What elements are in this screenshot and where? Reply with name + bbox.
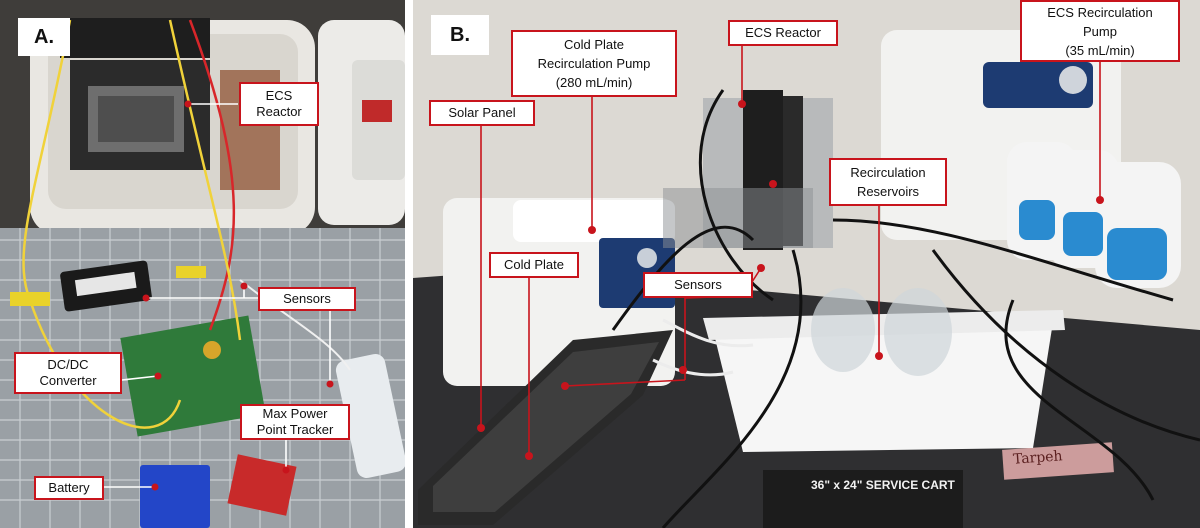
label-text: Sensors	[283, 291, 331, 306]
panel-a-anchor-dots	[142, 100, 334, 491]
label-sensors-b: Sensors	[643, 272, 753, 298]
label-cold-plate-pump: Cold Plate Recirculation Pump (280 mL/mi…	[511, 30, 677, 97]
label-ecs-reactor-a: ECS Reactor	[239, 82, 319, 126]
mppt-board	[227, 454, 297, 516]
usb-logger	[335, 353, 405, 479]
label-text: Cold Plate Recirculation Pump (280 mL/mi…	[537, 37, 651, 90]
reservoir-1	[811, 288, 875, 372]
label-text: DC/DC Converter	[39, 357, 97, 388]
label-text: Sensors	[674, 277, 722, 292]
label-text: ECS Recirculation Pump (35 mL/min)	[1047, 4, 1153, 58]
label-text: Max Power Point Tracker	[256, 406, 334, 437]
panel-b-anchor-dots	[477, 100, 1104, 460]
label-sensors-a: Sensors	[258, 287, 356, 311]
label-ecs-reactor-b: ECS Reactor	[728, 20, 838, 46]
label-text: Recirculation Reservoirs	[850, 165, 926, 199]
label-dc-dc-converter: DC/DC Converter	[14, 352, 122, 394]
label-battery: Battery	[34, 476, 104, 500]
label-ecs-pump: ECS Recirculation Pump (35 mL/min)	[1020, 0, 1180, 62]
panel-a-letter: A.	[18, 18, 70, 56]
tape-label: Tarpeh	[1012, 448, 1064, 468]
battery-pack	[140, 465, 210, 528]
label-solar-panel: Solar Panel	[429, 100, 535, 126]
label-text: ECS Reactor	[256, 88, 302, 119]
label-text: Solar Panel	[448, 105, 516, 120]
reservoir-2	[884, 288, 952, 376]
panel-b-scene	[413, 0, 1200, 528]
dc-dc-converter-board	[120, 315, 266, 437]
panel-a-photo: A. ECS Reactor Sensors DC/DC Converter M…	[0, 0, 405, 528]
label-mppt: Max Power Point Tracker	[240, 404, 350, 440]
label-text: Cold Plate	[504, 257, 564, 272]
panel-a-leader-lines	[104, 103, 331, 488]
water-tub	[713, 322, 1053, 452]
cart-label: 36" x 24" SERVICE CART	[811, 478, 955, 492]
label-text: ECS Reactor	[745, 25, 821, 40]
label-cold-plate: Cold Plate	[489, 252, 579, 278]
label-text: Battery	[48, 480, 90, 495]
panel-b-photo: B. Solar Panel Cold Plate Recirculation …	[413, 0, 1200, 528]
panel-b-letter: B.	[431, 15, 489, 55]
label-recirculation-reservoirs: Recirculation Reservoirs	[829, 158, 947, 206]
panel-a-scene	[0, 0, 405, 528]
